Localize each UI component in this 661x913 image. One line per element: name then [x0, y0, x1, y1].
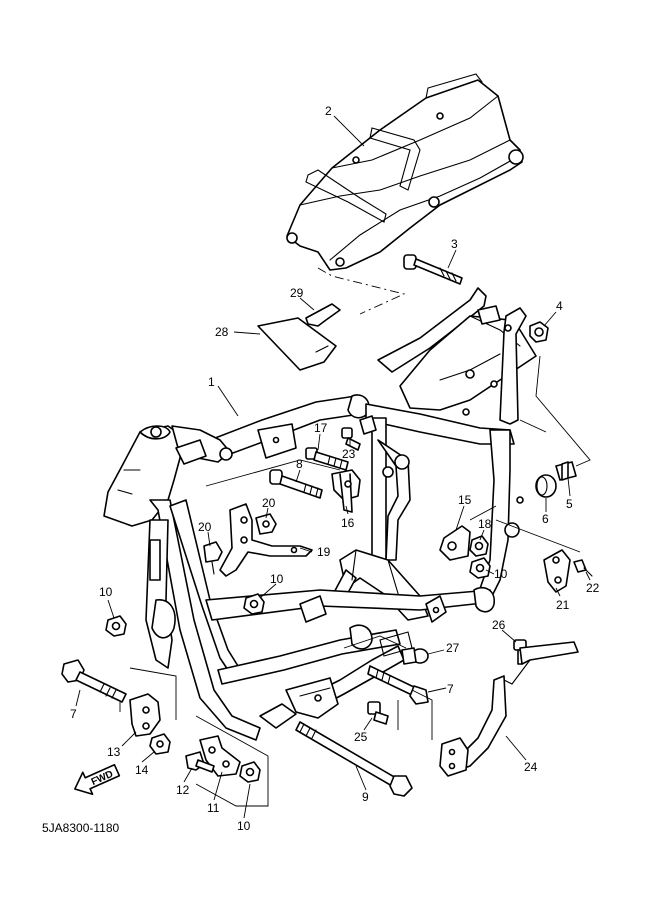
bracket-11-part [199, 735, 241, 777]
callout-20-lower: 20 [198, 520, 212, 534]
bracket-21-part [543, 549, 571, 593]
callout-10-center: 10 [270, 572, 284, 586]
group-outline [469, 505, 581, 553]
callout-26: 26 [492, 618, 506, 632]
callout-25: 25 [354, 730, 368, 744]
group-outline [397, 689, 433, 740]
group-outline [343, 635, 407, 649]
callout-18: 18 [478, 517, 492, 531]
bolt-14-part [149, 733, 171, 755]
bolt-25-part [367, 701, 389, 725]
rear-fender-part [286, 73, 524, 271]
callout-17: 17 [314, 421, 328, 435]
bracket-13-part [129, 693, 161, 737]
cap-27-part [401, 647, 429, 665]
callout-28: 28 [215, 325, 229, 339]
callout-8: 8 [296, 457, 303, 471]
nut-10-bottom-part [239, 761, 261, 783]
nut-10-left-part [105, 615, 127, 637]
callout-21: 21 [556, 598, 570, 612]
bracket-15-part [439, 525, 471, 561]
bracket-24-part [439, 641, 579, 777]
nut-10-center-part [243, 593, 265, 615]
locator-line [317, 267, 406, 315]
callout-11: 11 [207, 801, 220, 815]
callout-20-upper: 20 [262, 496, 276, 510]
cover-plate-part [257, 317, 337, 371]
cap-6-part [535, 474, 557, 498]
callout-10-left: 10 [99, 585, 113, 599]
callout-22: 22 [586, 581, 600, 595]
fwd-label: FWD [90, 769, 115, 788]
bolt-20-lower-part [203, 541, 223, 575]
callout-14: 14 [135, 763, 149, 777]
callout-10-bottom: 10 [237, 819, 251, 833]
callout-3: 3 [451, 237, 458, 251]
callout-7-right: 7 [447, 682, 454, 696]
bolt-23-part [341, 427, 361, 451]
nut-4-part [529, 321, 549, 343]
main-frame-part [103, 287, 537, 741]
bolt-7-left-part [61, 659, 127, 703]
callout-10-right: 10 [494, 567, 508, 581]
bracket-16-part [331, 469, 361, 513]
callout-7-left: 7 [70, 707, 77, 721]
callout-12: 12 [176, 783, 190, 797]
nut-10-right-part [469, 557, 491, 579]
callout-13: 13 [107, 745, 121, 759]
callout-5: 5 [566, 497, 573, 511]
callout-2: 2 [325, 104, 332, 118]
leader-lines [75, 115, 591, 819]
callout-23: 23 [342, 447, 356, 461]
bolt-12-part [185, 751, 215, 773]
callout-24: 24 [524, 760, 538, 774]
group-outline [519, 355, 591, 467]
nut-18-part [469, 535, 489, 557]
diagram-code: 5JA8300-1180 [42, 821, 120, 835]
callouts: 1 2 3 4 5 6 7 7 8 9 10 10 10 10 11 12 13… [70, 104, 600, 833]
callout-19: 19 [317, 545, 331, 559]
screw-22-part [573, 559, 593, 577]
callout-27: 27 [446, 641, 460, 655]
forward-arrow-icon: FWD [74, 763, 121, 796]
bracket-19-part [219, 503, 313, 577]
callout-15: 15 [458, 493, 472, 507]
group-outline [205, 459, 341, 487]
group-outline [119, 667, 177, 720]
bolt-8-part [269, 469, 323, 499]
callout-16: 16 [341, 516, 355, 530]
callout-1: 1 [208, 375, 215, 389]
callout-9: 9 [362, 790, 369, 804]
callout-6: 6 [542, 512, 549, 526]
bolt-17-part [305, 447, 349, 471]
bolt-5-part [555, 461, 577, 481]
group-outline [195, 715, 269, 807]
clip-part [305, 303, 341, 327]
long-bolt-part [403, 254, 463, 285]
bolt-7-right-part [367, 665, 429, 705]
callout-29: 29 [290, 286, 304, 300]
bolt-20-upper-part [255, 513, 277, 535]
long-bolt-9-part [295, 721, 413, 797]
callout-4: 4 [556, 299, 563, 313]
